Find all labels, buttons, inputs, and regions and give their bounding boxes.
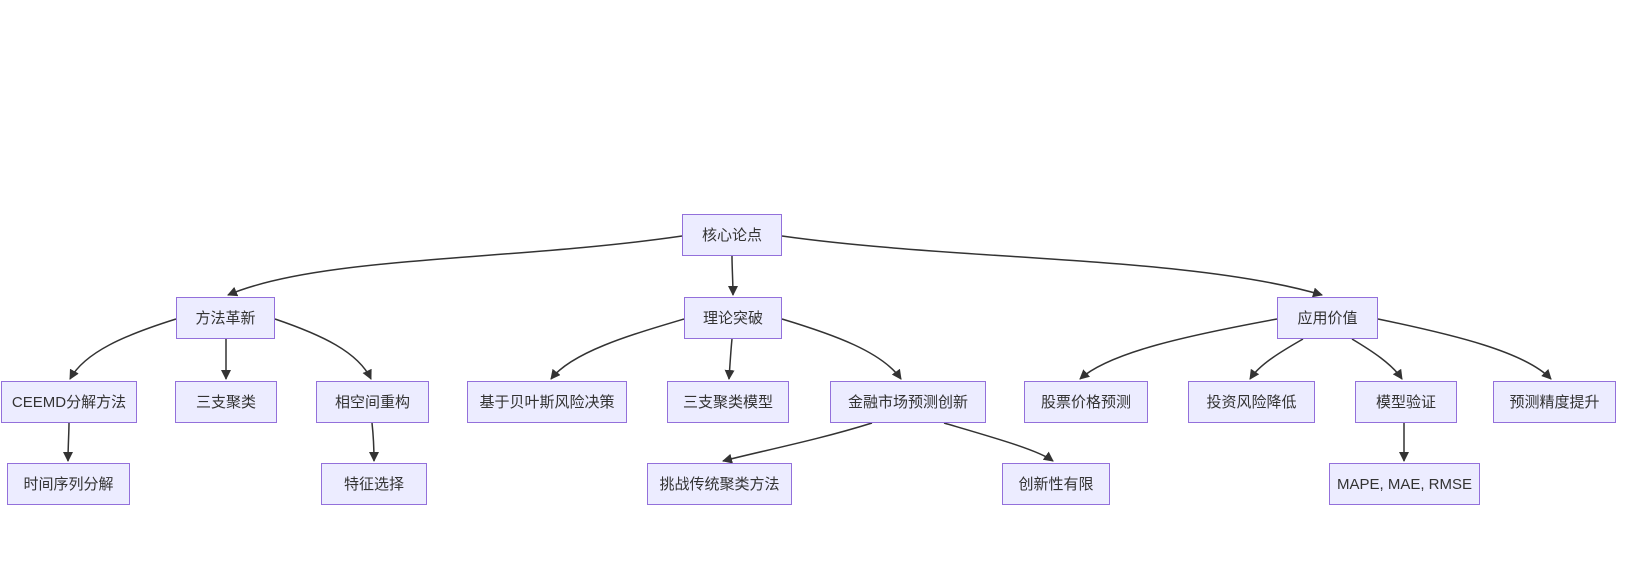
edge-application-model-valid xyxy=(1351,338,1403,380)
node-challenge-traditional-clustering: 挑战传统聚类方法 xyxy=(647,463,792,505)
node-three-way-clustering: 三支聚类 xyxy=(175,381,277,423)
node-core-argument: 核心论点 xyxy=(682,214,782,256)
node-evaluation-metrics: MAPE, MAE, RMSE xyxy=(1329,463,1480,505)
node-bayesian-risk-decision: 基于贝叶斯风险决策 xyxy=(467,381,627,423)
node-application-value: 应用价值 xyxy=(1277,297,1378,339)
edge-application-risk-reduce xyxy=(1249,338,1304,380)
edge-application-precision xyxy=(1377,318,1552,380)
node-financial-forecast-innovation: 金融市场预测创新 xyxy=(830,381,986,423)
node-phase-space-reconstruction: 相空间重构 xyxy=(316,381,429,423)
node-feature-selection: 特征选择 xyxy=(321,463,427,505)
edge-theory-bayes xyxy=(550,318,685,380)
edge-fin-innovation-challenge xyxy=(722,422,873,464)
edge-application-stock-pred xyxy=(1079,318,1278,380)
edge-core-application xyxy=(781,235,1323,298)
node-time-series-decomposition: 时间序列分解 xyxy=(7,463,130,505)
edge-core-method xyxy=(227,235,683,297)
edge-method-ceemd xyxy=(69,318,177,380)
edge-ceemd-time-series xyxy=(63,422,74,462)
edge-phase-space-feature-sel xyxy=(368,422,379,462)
edge-theory-three-way-model xyxy=(724,338,735,380)
node-ceemd-decomposition: CEEMD分解方法 xyxy=(1,381,137,423)
edge-theory-fin-innovation xyxy=(781,318,902,380)
node-three-way-clustering-model: 三支聚类模型 xyxy=(667,381,789,423)
edge-core-theory xyxy=(727,255,738,296)
node-method-innovation: 方法革新 xyxy=(176,297,275,339)
node-model-validation: 模型验证 xyxy=(1355,381,1457,423)
node-limited-innovation: 创新性有限 xyxy=(1002,463,1110,505)
node-stock-price-prediction: 股票价格预测 xyxy=(1024,381,1148,423)
edge-fin-innovation-limited-innov xyxy=(943,422,1054,462)
node-investment-risk-reduction: 投资风险降低 xyxy=(1188,381,1315,423)
edge-method-phase-space xyxy=(274,318,372,380)
node-theory-breakthrough: 理论突破 xyxy=(684,297,782,339)
node-prediction-accuracy-improvement: 预测精度提升 xyxy=(1493,381,1616,423)
